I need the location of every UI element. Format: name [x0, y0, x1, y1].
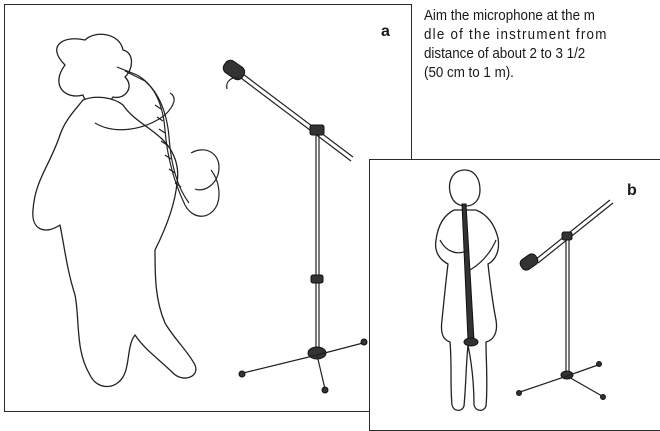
clarinet-player-illustration: [370, 160, 660, 430]
caption-line-3: distance of about 2 to 3 1/2: [424, 44, 632, 63]
caption-line-2: dle of the instrument from: [424, 25, 632, 44]
instruction-caption: Aim the microphone at the m dle of the i…: [424, 6, 632, 82]
figure-b-label: b: [627, 182, 637, 200]
saxophone-player-illustration: [5, 5, 411, 411]
caption-line-1: Aim the microphone at the m: [424, 6, 632, 25]
caption-line-4: (50 cm to 1 m).: [424, 63, 632, 82]
figure-b-panel: b: [369, 159, 660, 431]
figure-a-label: a: [381, 23, 390, 41]
figure-a-panel: a: [4, 4, 412, 412]
